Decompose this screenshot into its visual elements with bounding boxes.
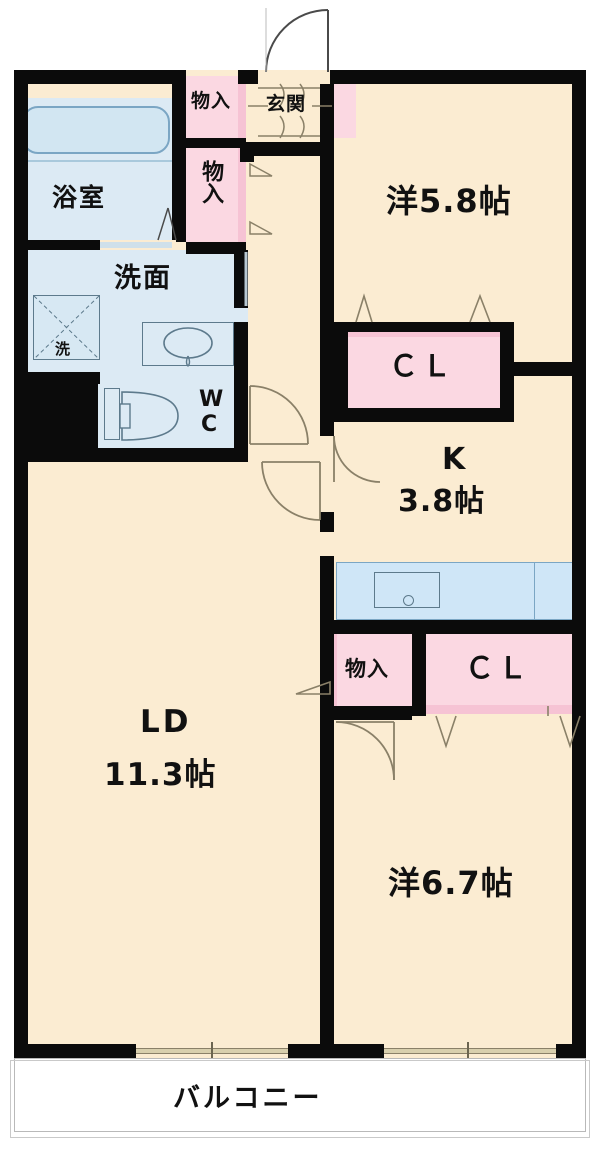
wall-entrycloset-left <box>176 84 186 242</box>
balcony-label: バルコニー <box>173 1083 323 1114</box>
room-label-ld-size: 11.3帖 <box>104 757 217 793</box>
balcony-outer-frame <box>10 1060 590 1138</box>
room-label-bedroom-north: 洋5.8帖 <box>386 182 512 220</box>
room-label-wc-line1: W <box>199 387 225 412</box>
wall-hall-right-upper <box>320 156 334 436</box>
wall-wc-bottom <box>14 448 248 462</box>
wall-entrycloset-bottom <box>186 242 246 254</box>
bathtub-icon <box>22 106 170 154</box>
room-label-bathroom: 浴室 <box>52 183 107 212</box>
storage-label-hall: 物入 <box>345 657 389 681</box>
kitchen-counter-split <box>534 563 535 619</box>
wall-wc-left <box>14 372 98 454</box>
wall-top-left <box>14 70 186 84</box>
room-label-wc-line2: C <box>201 412 219 437</box>
room-label-bedroom-south: 洋6.7帖 <box>388 864 514 902</box>
wall-bottom-left <box>14 1044 136 1058</box>
toilet-floor <box>98 378 248 453</box>
entry-closet-lower <box>186 148 238 242</box>
wall-bath-bottom <box>28 240 100 250</box>
wall-clnorth-bottom <box>334 408 514 422</box>
wall-left-outer <box>14 70 28 1058</box>
wall-entrycloset-divider <box>186 138 246 148</box>
room-label-washer: 洗 <box>55 340 71 358</box>
wall-bottom-mid <box>288 1044 384 1058</box>
wall-bottom-right <box>556 1044 586 1058</box>
wall-washroom-right-lower <box>234 322 248 378</box>
wall-entry-right <box>320 84 334 142</box>
room-label-entrance: 玄関 <box>266 93 307 115</box>
balcony-area <box>14 1058 586 1132</box>
wall-clnorth-top <box>334 322 514 332</box>
wall-storage-bottom <box>326 706 412 720</box>
room-label-kitchen-size: 3.8帖 <box>398 484 486 519</box>
bathtub-divider <box>16 160 172 162</box>
wall-entry-bottom <box>246 142 334 156</box>
wall-storage-right <box>412 620 426 716</box>
room-label-ld: LD <box>140 704 192 740</box>
room-label-washroom: 洗面 <box>114 263 172 294</box>
room-label-kitchen: K <box>442 442 467 477</box>
wall-storage-top <box>326 620 586 634</box>
entry-closet-lower-track <box>238 148 246 242</box>
storage-label-entry-upper: 物入 <box>191 90 232 112</box>
wall-hall-right-lower <box>320 512 334 532</box>
vanity-counter-icon <box>142 322 234 366</box>
entry-closet-upper <box>186 76 238 138</box>
wall-top-entry-gap <box>238 70 258 84</box>
kitchen-sink-drain-icon <box>403 595 414 606</box>
bedroom-north-closet-track <box>344 330 506 337</box>
wall-clnorth-to-outer <box>500 362 586 376</box>
kitchen-sink-icon <box>374 572 440 608</box>
hall-storage <box>336 632 412 714</box>
toilet-tank-icon <box>104 388 120 440</box>
bedroom-south-closet-track <box>426 705 586 714</box>
entry-closet-upper-track <box>238 76 246 138</box>
wall-right-outer <box>572 70 586 1058</box>
bath-door-sill <box>100 242 172 248</box>
storage-label-entry-lower: 物入 <box>198 160 224 204</box>
wall-clnorth-left <box>334 322 348 422</box>
window-mullion-bedroom-south <box>467 1042 469 1060</box>
wall-top-right <box>330 70 586 84</box>
wall-entry-nub <box>240 148 254 162</box>
storage-label-cl-north: ＣＬ <box>389 349 456 383</box>
window-sill-bedroom-south <box>384 1048 556 1054</box>
bedroom-north-closet <box>344 330 506 408</box>
bedroom-south-closet <box>426 632 586 714</box>
storage-label-cl-south: ＣＬ <box>465 651 532 685</box>
wall-wc-right <box>234 378 248 462</box>
entry-side-closet <box>334 76 356 138</box>
window-mullion-ld <box>211 1042 213 1060</box>
wall-washroom-right <box>234 250 248 308</box>
